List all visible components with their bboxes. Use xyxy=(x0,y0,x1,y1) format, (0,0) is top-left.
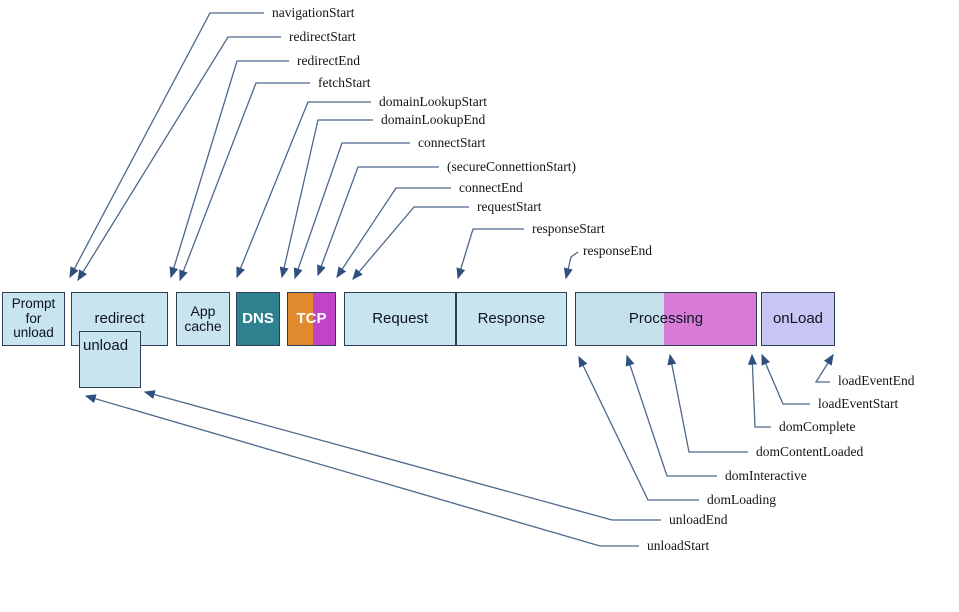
box-response: Response xyxy=(477,309,546,327)
leader-redirectStart xyxy=(77,36,281,282)
label-domContentLoaded: domContentLoaded xyxy=(756,444,864,459)
label-unloadStart: unloadStart xyxy=(647,538,710,553)
leader-secureConnectionStart xyxy=(317,166,439,277)
box-dns: DNS xyxy=(236,292,280,346)
label-responseStart: responseStart xyxy=(532,221,605,236)
box-app-cache: App cache xyxy=(176,292,230,346)
leader-unloadEnd xyxy=(143,390,661,521)
leader-connectEnd xyxy=(336,187,451,279)
label-loadEventEnd: loadEventEnd xyxy=(838,373,915,388)
box-onload: onLoad xyxy=(761,292,835,346)
leader-redirectEnd xyxy=(169,60,289,279)
leader-navigationStart xyxy=(69,12,264,279)
leader-loadEventEnd xyxy=(814,353,834,383)
leader-responseEnd xyxy=(563,251,579,280)
box-request: Request xyxy=(372,309,429,327)
label-connectEnd: connectEnd xyxy=(459,180,523,195)
label-unloadEnd: unloadEnd xyxy=(669,512,728,527)
leader-domInteractive xyxy=(625,354,717,477)
label-domComplete: domComplete xyxy=(779,419,856,434)
leader-domainLookupEnd xyxy=(279,119,373,279)
box-processing: Processing xyxy=(575,292,757,346)
label-domainLookupStart: domainLookupStart xyxy=(379,94,487,109)
request-response-divider xyxy=(455,293,457,345)
box-tcp: TCP xyxy=(287,292,336,346)
label-navigationStart: navigationStart xyxy=(272,5,355,20)
label-secureConnectionStart: (secureConnettionStart) xyxy=(447,159,576,174)
leader-connectStart xyxy=(293,142,410,280)
label-domInteractive: domInteractive xyxy=(725,468,807,483)
leader-fetchStart xyxy=(179,82,310,282)
label-fetchStart: fetchStart xyxy=(318,75,371,90)
leader-domComplete xyxy=(747,353,771,428)
label-redirectEnd: redirectEnd xyxy=(297,53,360,68)
label-domLoading: domLoading xyxy=(707,492,776,507)
label-loadEventStart: loadEventStart xyxy=(818,396,899,411)
leader-unloadStart xyxy=(84,394,639,547)
leader-domainLookupStart xyxy=(236,101,371,279)
box-unload: unload xyxy=(79,331,141,388)
label-responseEnd: responseEnd xyxy=(583,243,652,258)
box-prompt-for-unload: Prompt for unload xyxy=(2,292,65,346)
leader-loadEventStart xyxy=(761,353,810,405)
leader-domLoading xyxy=(578,355,699,501)
label-requestStart: requestStart xyxy=(477,199,542,214)
label-redirectStart: redirectStart xyxy=(289,29,356,44)
label-connectStart: connectStart xyxy=(418,135,486,150)
label-domainLookupEnd: domainLookupEnd xyxy=(381,112,486,127)
leader-requestStart xyxy=(352,206,469,280)
leader-responseStart xyxy=(456,228,524,280)
box-request-response: Request Response xyxy=(344,292,567,346)
leader-domContentLoaded xyxy=(667,353,748,453)
